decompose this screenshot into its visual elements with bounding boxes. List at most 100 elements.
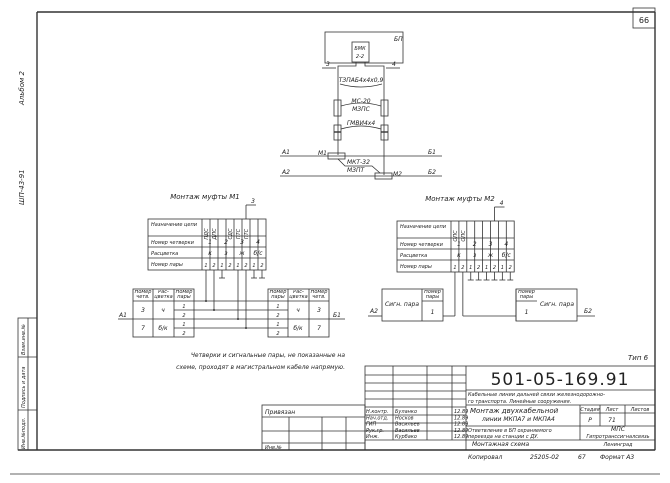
pair-number: 2 <box>509 265 512 271</box>
pair-number: 1 <box>525 309 529 316</box>
staff-date: 12.89 <box>454 428 468 434</box>
staff-role: Рук.гр. <box>366 428 384 434</box>
color-code: б/к <box>158 325 168 332</box>
junction-dot <box>213 309 215 311</box>
pair-number: 2 <box>276 331 279 337</box>
callout-number: 4 <box>500 200 504 207</box>
pair-number-header: Номер пары <box>518 289 535 300</box>
column-header: Номер пары <box>269 289 287 300</box>
color-code: з <box>473 252 476 259</box>
column-header-box: Рас-цветка <box>154 290 172 300</box>
quad-number: 2 <box>473 241 477 248</box>
stamp-signature-date: Подпись и дата <box>21 367 27 408</box>
column-header: Номер четв. <box>310 289 328 300</box>
mzpt-label: МЗПТ <box>347 167 366 174</box>
staff-name: Курбако <box>395 434 417 440</box>
color-code: ж <box>238 250 245 257</box>
column-header-box: Номер пары <box>269 289 287 300</box>
color-code: к <box>457 252 461 259</box>
row-label: Номер пары <box>400 264 432 270</box>
a1-label: А1 <box>281 149 290 156</box>
staff-name: Васильев <box>395 428 420 434</box>
copy-code: 25205-02 <box>530 454 559 461</box>
sheet-number: 66 <box>639 16 649 25</box>
quad-number: 3 <box>141 307 145 314</box>
sheet-value: 71 <box>608 417 616 424</box>
m2-title: Монтаж муфты М2 <box>425 195 495 203</box>
a2-label: А2 <box>369 308 378 315</box>
m1-title: Монтаж муфты М1 <box>170 193 240 201</box>
copied-label: Копировал <box>468 454 502 461</box>
type-label: Тип 6 <box>628 354 649 362</box>
wire-4-label: 4 <box>392 61 396 68</box>
note-line-2: схеме, проходят в магистральном кабеле н… <box>176 364 345 371</box>
circuit-label: ПДС <box>204 228 210 240</box>
color-code: б/к <box>293 325 303 332</box>
stage-value: Р <box>588 417 592 424</box>
pair-number: 1 <box>182 322 185 328</box>
org-3: Ленинград <box>603 442 633 448</box>
sheet-title-2: переезда на станции с ДУ. <box>468 434 539 440</box>
b2-label: Б2 <box>428 169 436 176</box>
column-header-box: Номер пары <box>176 290 193 300</box>
row-label: Расцветка <box>400 253 427 259</box>
sheet-header: Лист <box>605 407 620 413</box>
quad-number: 4 <box>504 241 508 248</box>
color-code: к <box>208 250 212 257</box>
pair-number: 2 <box>182 331 185 337</box>
staff-name: Васильев <box>395 422 420 428</box>
copy-number: 67 <box>578 454 586 461</box>
title-block <box>261 365 656 451</box>
color-code: ж <box>487 252 494 259</box>
work-title-2: линии МКПА7 и МКПА4 <box>481 416 555 423</box>
circuit-label: ОПС <box>453 230 459 242</box>
bmk-label: БМК <box>354 46 366 52</box>
row-label: Номер пары <box>151 262 183 268</box>
pair-number-header-box: Номер пары <box>518 289 535 300</box>
org-1: МПС <box>611 426 626 433</box>
pair-number: 1 <box>220 263 223 269</box>
org-2: Гипротранссигналсвязь <box>586 434 649 440</box>
pair-number: 2 <box>182 313 185 319</box>
staff-date: 12.89 <box>454 422 468 428</box>
b1-label: Б1 <box>333 312 341 319</box>
quad-number: 4 <box>256 239 260 246</box>
quad-number: 3 <box>240 239 244 246</box>
junction-dot <box>205 300 207 302</box>
color-code: з <box>224 250 227 257</box>
series-title-2: го транспорта. Линейные сооружения. <box>468 399 571 405</box>
color-code: б/с <box>502 252 512 259</box>
b1-label: Б1 <box>428 149 436 156</box>
pair-number: 1 <box>431 309 435 316</box>
signal-pair-label: Сигн. пара <box>384 300 420 308</box>
quad-number: 3 <box>489 241 493 248</box>
row-label: Назначение цепи <box>151 222 198 228</box>
series-title-1: Кабельные линии дальней связи железнодор… <box>468 392 605 398</box>
bmk-type: 2-2 <box>356 54 364 60</box>
wire-3-label: 3 <box>326 61 330 68</box>
pair-number: 2 <box>244 263 247 269</box>
series-code-label: ШП-43-91 <box>18 169 26 205</box>
cable-gmvi-label: ГМВИ4х4 <box>347 120 375 127</box>
quad-number: 2 <box>224 239 228 246</box>
sheet-title-1: Ответвление в БП охраняемого <box>468 428 552 434</box>
circuit-label: ПТС <box>244 228 250 239</box>
quad-number: 1 <box>457 241 461 248</box>
row-label: Номер четверки <box>400 242 444 248</box>
junction-dot <box>245 327 247 329</box>
pair-number: 2 <box>212 263 215 269</box>
table-border <box>396 220 515 273</box>
circuit-label: ДПС <box>212 228 218 241</box>
staff-date: 12.89 <box>454 415 468 421</box>
sheet-title-3: Монтажная схема <box>472 441 530 448</box>
stamp-replaced-inv: Взам.инв.№ <box>21 324 27 355</box>
pair-number: 2 <box>493 265 496 271</box>
pair-number-header: Номер пары <box>424 289 441 300</box>
row-label: Номер четверки <box>151 240 195 246</box>
callout-number: 3 <box>251 198 255 205</box>
bp-label: БП <box>394 36 403 43</box>
signal-pair-label: Сигн. пара <box>539 300 575 308</box>
